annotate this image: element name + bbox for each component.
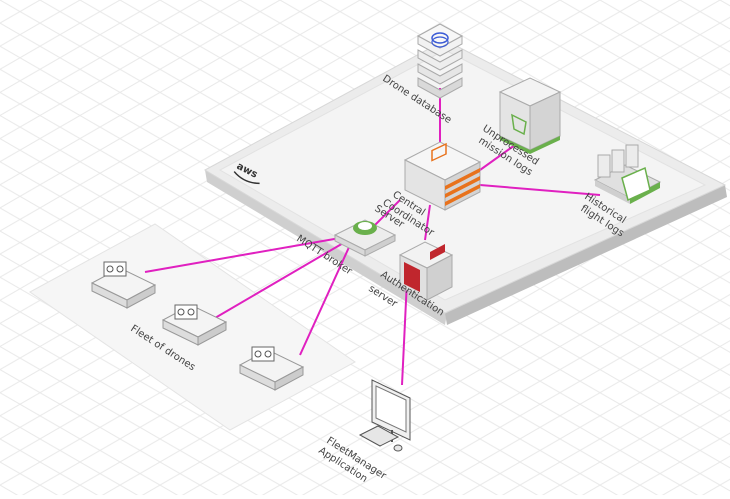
drone-2[interactable] <box>161 304 228 346</box>
link-mqtt-drone-3 <box>299 244 351 356</box>
drone-3[interactable] <box>238 346 305 391</box>
drone-icon <box>90 261 157 309</box>
link-coordinator-auth <box>424 204 431 241</box>
drone-icon <box>238 346 305 391</box>
flight-logs-storage-icon <box>593 144 662 204</box>
server-stack-icon <box>403 141 482 211</box>
drone-1[interactable] <box>90 261 157 309</box>
link-mqtt-drone-1 <box>144 237 341 273</box>
router-icon <box>333 219 397 257</box>
database-icon <box>416 23 464 99</box>
monitor-icon <box>371 379 411 442</box>
link-coordinator-historical <box>479 184 601 196</box>
connections <box>144 88 601 386</box>
bucket-icon <box>498 77 562 154</box>
drone-icon <box>161 304 228 346</box>
link-mqtt-drone-2 <box>214 241 346 319</box>
link-coordinator-mqtt <box>371 199 401 229</box>
unprocessed-mission-logs[interactable]: Unprocessed mission logs <box>476 77 562 178</box>
keyboard-icon <box>358 425 400 447</box>
link-coordinator-unprocessed <box>479 144 516 171</box>
auth-server-icon <box>398 241 454 301</box>
mouse-icon <box>393 444 403 452</box>
link-auth-fleetmanager <box>401 279 408 386</box>
